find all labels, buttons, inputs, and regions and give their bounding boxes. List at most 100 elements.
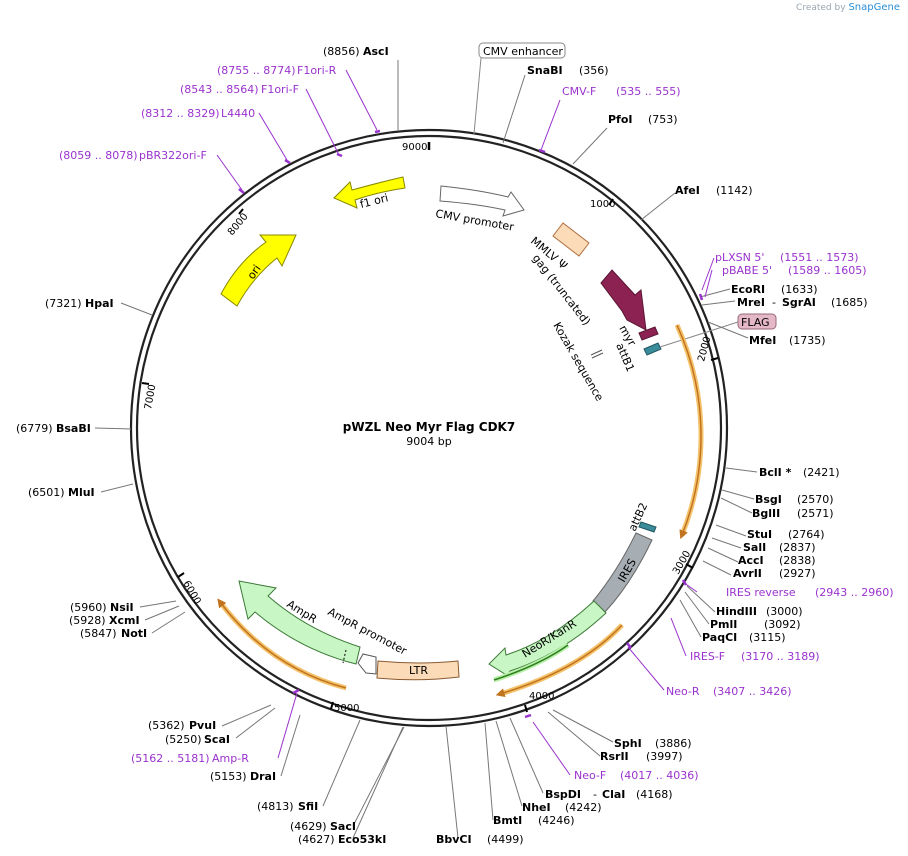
enzyme-label-pfoI[interactable]: PfoI(753)	[608, 113, 678, 126]
enzyme-label-nheI[interactable]: NheI(4242)	[522, 801, 602, 814]
kozak-feature[interactable]: Kozak sequence	[550, 320, 606, 404]
enzyme-label-rsrII[interactable]: RsrII(3997)	[600, 750, 683, 763]
svg-text:(2570): (2570)	[797, 493, 834, 506]
enzyme-label-mluI[interactable]: (6501)MluI	[28, 486, 95, 499]
primer-label-ires-reverse[interactable]: IRES reverse(2943 .. 2960)	[726, 586, 894, 599]
enzyme-label-mfeI[interactable]: MfeI(1735)	[749, 334, 826, 347]
enzyme-label-salI[interactable]: SalI(2837)	[743, 541, 816, 554]
svg-text:6000: 6000	[180, 579, 202, 607]
enzyme-label-stuI[interactable]: StuI(2764)	[747, 528, 825, 541]
svg-text:(5847): (5847)	[80, 627, 117, 640]
svg-text:SalI: SalI	[743, 541, 766, 554]
svg-text:ScaI: ScaI	[204, 733, 230, 746]
enzyme-label-eco53kI[interactable]: (4627)Eco53kI	[298, 833, 386, 846]
svg-text:PvuI: PvuI	[189, 719, 216, 732]
svg-text:(5162 .. 5181): (5162 .. 5181)	[131, 752, 210, 765]
primer-label-pbr322ori-f[interactable]: (8059 .. 8078)pBR322ori-F	[59, 149, 207, 162]
tick-4000: 4000	[524, 691, 554, 713]
enzyme-label-bmtI[interactable]: BmtI(4246)	[493, 814, 575, 827]
enzyme-label-afeI[interactable]: AfeI(1142)	[675, 184, 753, 197]
svg-text:AccI: AccI	[738, 554, 764, 567]
primer-label-plxsn-5[interactable]: pLXSN 5'(1551 .. 1573)	[715, 251, 859, 264]
svg-text:(4017 .. 4036): (4017 .. 4036)	[620, 769, 699, 782]
svg-text:(2764): (2764)	[788, 528, 825, 541]
svg-text:(5153): (5153)	[210, 770, 247, 783]
svg-text:(2421): (2421)	[803, 466, 840, 479]
ires-feature[interactable]: IRES	[592, 532, 653, 613]
primer-label-f1ori-f[interactable]: (8543 .. 8564)F1ori-F	[180, 83, 299, 96]
enzyme-label-bclI[interactable]: BclI *(2421)	[759, 466, 840, 479]
primer-label-cmv-f[interactable]: CMV-F(535 .. 555)	[562, 85, 681, 98]
ltr-label: LTR	[409, 664, 428, 677]
enzyme-label-ecoRI[interactable]: EcoRI(1633)	[731, 283, 818, 296]
cmv-enhancer-feature[interactable]: CMV enhancer	[473, 42, 566, 135]
svg-text:(1735): (1735)	[789, 334, 826, 347]
ampr-orf-arc	[217, 598, 347, 691]
svg-text:IRES-F: IRES-F	[690, 650, 725, 663]
flag-feature[interactable]: FLAG	[659, 313, 777, 348]
enzyme-label-notI[interactable]: (5847)NotI	[80, 627, 147, 640]
enzyme-label-bbvCI[interactable]: BbvCI(4499)	[436, 833, 524, 846]
svg-text:Amp-R: Amp-R	[212, 752, 249, 765]
svg-text:(6501): (6501)	[28, 486, 65, 499]
ori-feature[interactable]: ori	[220, 234, 297, 307]
enzyme-label-xcmI[interactable]: (5928)XcmI	[69, 614, 140, 627]
enzyme-label-sphI[interactable]: SphI(3886)	[614, 737, 692, 750]
primer-label-f1ori-r[interactable]: (8755 .. 8774)F1ori-R	[217, 64, 337, 77]
enzyme-label-bsaBI[interactable]: (6779)BsaBI	[16, 422, 91, 435]
svg-text:SfiI: SfiI	[298, 800, 318, 813]
primer-label-neo-r[interactable]: Neo-R(3407 .. 3426)	[666, 685, 792, 698]
primer-label-pbabe-5[interactable]: pBABE 5'(1589 .. 1605)	[722, 264, 867, 277]
primer-label-amp-r[interactable]: (5162 .. 5181)Amp-R	[131, 752, 249, 765]
enzyme-label-nsiI[interactable]: (5960)NsiI	[70, 601, 134, 614]
enzyme-label-hpaI[interactable]: (7321)HpaI	[45, 297, 114, 310]
enzyme-label-accI[interactable]: AccI(2838)	[738, 554, 816, 567]
svg-text:(8059 .. 8078): (8059 .. 8078)	[59, 149, 138, 162]
enzyme-label-snabI[interactable]: SnaBI(356)	[527, 64, 609, 77]
svg-text:4000: 4000	[529, 691, 554, 702]
enzyme-label-bsgI[interactable]: BsgI(2570)	[755, 493, 834, 506]
enzyme-label-pmlI[interactable]: PmlI(3092)	[710, 618, 801, 631]
enzyme-label-avrII[interactable]: AvrII(2927)	[733, 567, 816, 580]
enzyme-label-bspDI-claI[interactable]: BspDI-ClaI(4168)	[545, 788, 673, 801]
enzyme-label-pvuI[interactable]: (5362) PvuI	[148, 719, 216, 732]
svg-text:AscI: AscI	[363, 45, 389, 58]
enzyme-label-paqCI[interactable]: PaqCI(3115)	[702, 631, 786, 644]
mmlv-psi-feature[interactable]: MMLV Ψ gag (truncated)	[528, 222, 593, 328]
enzyme-label-sfiI[interactable]: (4813)SfiI	[257, 800, 318, 813]
gag-truncated-feature[interactable]	[600, 269, 647, 331]
primer-marks	[238, 129, 704, 719]
svg-text:(4629): (4629)	[290, 820, 327, 833]
primer-lines	[216, 69, 715, 776]
tick-5000: 5000	[330, 701, 359, 714]
primer-label-l4440[interactable]: (8312 .. 8329)L4440	[141, 107, 255, 120]
svg-text:SphI: SphI	[614, 737, 642, 750]
svg-text:1000: 1000	[590, 199, 615, 210]
enzyme-label-bglII[interactable]: BglII(2571)	[752, 507, 834, 520]
attb1-feature[interactable]: attB1	[613, 341, 662, 374]
enzyme-label-draI[interactable]: (5153)DraI	[210, 770, 276, 783]
svg-text:L4440: L4440	[221, 107, 255, 120]
svg-text:(3000): (3000)	[766, 605, 803, 618]
svg-text:(5250): (5250)	[165, 733, 202, 746]
enzyme-label-ascI[interactable]: (8856)AscI	[323, 45, 389, 58]
tick-2000: 2000	[696, 335, 719, 363]
svg-text:BglII: BglII	[752, 507, 780, 520]
backbone-inner	[135, 134, 723, 722]
f1-ori-feature[interactable]: f1 ori	[333, 176, 406, 211]
svg-text:7000: 7000	[143, 384, 158, 411]
svg-text:MreI: MreI	[737, 296, 765, 309]
neor-kanr-feature[interactable]: NeoR/KanR	[488, 600, 607, 677]
attb2-feature[interactable]: attB2	[626, 501, 657, 534]
primer-label-ires-f[interactable]: IRES-F(3170 .. 3189)	[690, 650, 820, 663]
enzyme-label-mreI-sgrAI[interactable]: MreI-SgrAI(1685)	[737, 296, 868, 309]
cmv-promoter-feature[interactable]: CMV promoter	[434, 185, 525, 234]
enzyme-label-hindIII[interactable]: HindIII(3000)	[716, 605, 803, 618]
svg-text:F1ori-F: F1ori-F	[261, 83, 299, 96]
enzyme-label-scaI[interactable]: (5250)ScaI	[165, 733, 230, 746]
ltr-feature[interactable]: LTR	[376, 660, 460, 681]
svg-text:(5362): (5362)	[148, 719, 185, 732]
primer-label-neo-f[interactable]: Neo-F(4017 .. 4036)	[574, 769, 699, 782]
enzyme-label-sacI[interactable]: (4629)SacI	[290, 820, 356, 833]
